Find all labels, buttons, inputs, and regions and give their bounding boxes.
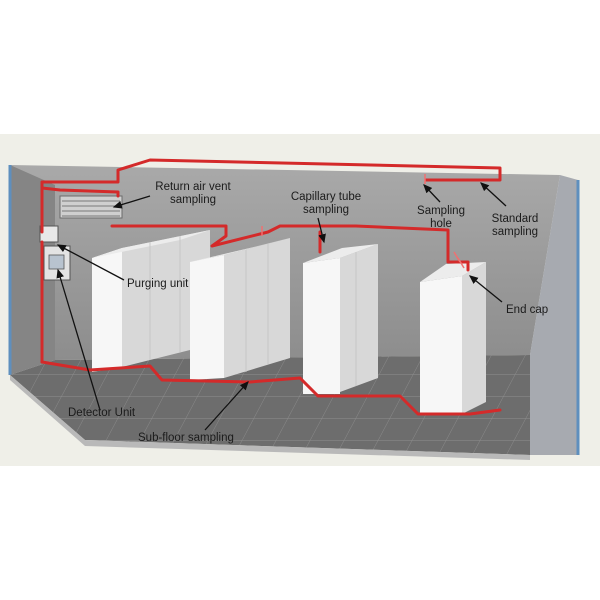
label-standard-sampling-line2: sampling [491,226,539,238]
label-capillary-tube-line1: Capillary tube [290,191,362,203]
capillary-branch [110,224,470,272]
cabinet-row-4 [420,262,486,414]
purging-unit-box [39,225,59,243]
detector-unit-box [43,245,71,281]
right-end-wall [530,175,578,455]
label-end-cap: End cap [506,304,549,316]
subfloor-pipe [40,360,502,416]
cabinet-row-2 [190,238,290,380]
callout-arrows [56,182,507,431]
label-return-air-vent-line1: Return air vent [155,181,231,193]
label-capillary-tube-line2: sampling [302,204,350,216]
arrow-standard-sampling [480,182,507,207]
sampling-hole-markers [261,174,465,269]
arrow-capillary-tube [317,217,326,244]
cabinet-row-3 [303,244,378,394]
label-return-air-vent-line2: sampling [169,194,217,206]
label-sampling-hole-line1: Sampling [417,205,465,217]
label-standard-sampling-line1: Standard [491,213,539,225]
arrow-sampling-hole [423,184,441,203]
arrow-detector-unit [56,268,101,411]
label-sub-floor-sampling: Sub-floor sampling [138,432,234,444]
arrow-sub-floor [204,381,249,431]
label-capillary-tube-sampling: Capillary tube sampling [291,191,361,217]
label-return-air-vent-sampling: Return air vent sampling [155,181,230,207]
label-detector-unit: Detector Unit [68,407,136,419]
label-sampling-hole: Sampling hole [417,205,465,231]
raised-floor [10,355,530,455]
arrow-end-cap [468,275,503,303]
label-purging-unit: Purging unit [127,278,189,290]
ceiling-pipe-main [40,158,502,234]
return-vent-branch [40,186,120,198]
arrow-return-air-vent [112,195,151,209]
return-air-vent [59,195,123,219]
sampling-pipe-network [40,158,502,416]
label-standard-sampling: Standard sampling [492,213,539,239]
left-wall [10,165,55,375]
arrow-purging-unit [56,244,125,281]
cabinet-row-1 [92,230,210,372]
label-sampling-hole-line2: hole [430,218,452,230]
